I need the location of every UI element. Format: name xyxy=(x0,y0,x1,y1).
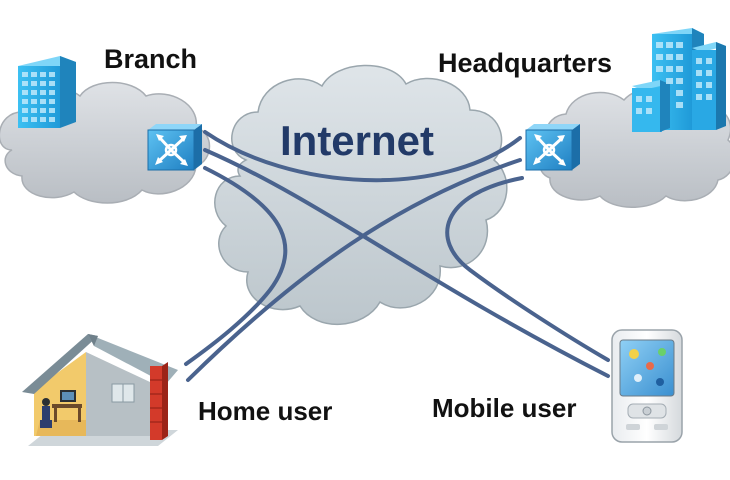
tunnel-hq-mobile xyxy=(445,176,610,362)
tunnel-branch-home xyxy=(184,166,288,366)
house-with-firewall-icon xyxy=(22,334,178,446)
smartphone-icon xyxy=(611,329,683,443)
office-building-icon xyxy=(18,56,76,128)
router-icon xyxy=(147,124,202,171)
internet-cloud xyxy=(214,64,508,326)
tunnel-hq-home xyxy=(186,158,522,382)
internet-label: Internet xyxy=(280,117,435,164)
mobile-user-label: Mobile user xyxy=(432,393,577,423)
vpn-tunnels xyxy=(184,130,610,382)
branch-label: Branch xyxy=(104,44,198,74)
headquarters-label: Headquarters xyxy=(438,48,613,78)
tunnel-branch-mobile xyxy=(203,148,610,378)
skyscraper-cluster-icon xyxy=(632,28,726,132)
tunnel-branch-hq xyxy=(203,130,522,183)
router-icon xyxy=(525,124,580,171)
home-user-label: Home user xyxy=(198,396,333,426)
